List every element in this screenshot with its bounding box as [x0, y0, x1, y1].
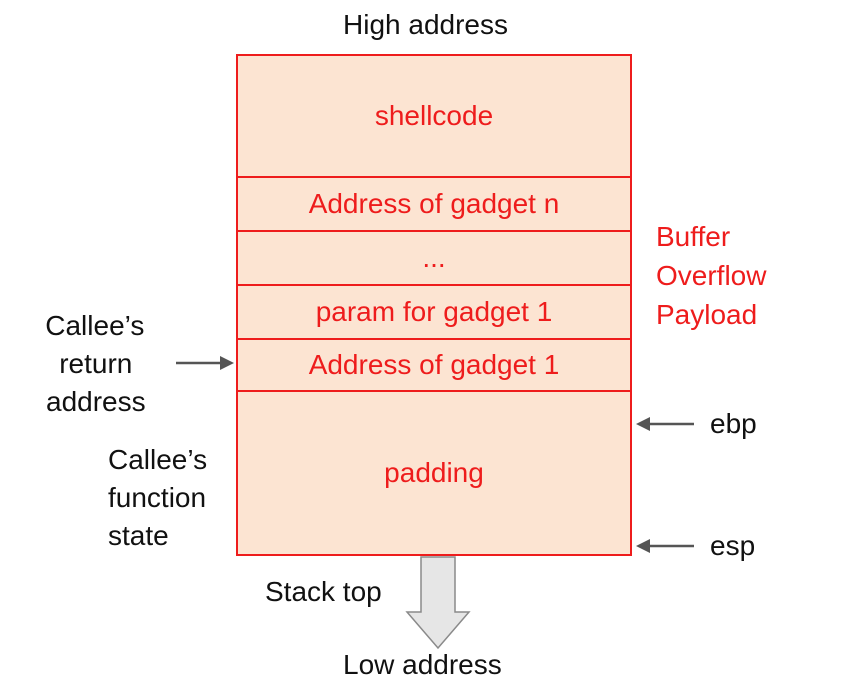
esp-arrow: [636, 539, 694, 553]
esp-label: esp: [710, 530, 756, 561]
stack-cell-padding: padding: [238, 392, 630, 554]
return-label-line: Callee’s: [45, 310, 145, 341]
callee-return-address-label: Callee’s return address: [45, 307, 146, 421]
return-label-line: return: [59, 348, 133, 379]
stack-cell-param-gadget-1: param for gadget 1: [238, 286, 630, 340]
low-address-label: Low address: [343, 649, 502, 680]
stack-cell-label: param for gadget 1: [315, 296, 553, 327]
stack-top-label: Stack top: [265, 576, 382, 607]
stack-cell-gadget-n: Address of gadget n: [238, 178, 630, 232]
state-label-line: function: [108, 482, 207, 513]
payload-label-line: Payload: [656, 299, 758, 330]
ebp-arrow: [636, 417, 694, 431]
stack-cell-label: Address of gadget 1: [308, 349, 560, 380]
stack-cell-label: Address of gadget n: [308, 188, 560, 219]
stack-cell-gadget-1: Address of gadget 1: [238, 340, 630, 392]
stack-cell-label: ...: [422, 242, 446, 273]
state-label-line: Callee’s: [108, 444, 208, 475]
stack-growth-arrow: [405, 556, 471, 650]
high-address-label: High address: [343, 9, 508, 40]
ebp-label: ebp: [710, 408, 757, 439]
payload-label: Buffer Overflow Payload: [656, 217, 766, 334]
stack-cell-shellcode: shellcode: [238, 56, 630, 178]
return-label-line: address: [46, 386, 146, 417]
stack-cell-label: padding: [384, 457, 484, 488]
payload-label-line: Buffer: [656, 221, 731, 252]
return-address-arrow: [176, 356, 234, 370]
state-label-line: state: [108, 520, 169, 551]
stack-cell-label: shellcode: [374, 100, 494, 131]
callee-function-state-label: Callee’s function state: [108, 441, 207, 555]
payload-label-line: Overflow: [656, 260, 767, 291]
stack-frame: shellcode Address of gadget n ... param …: [236, 54, 632, 556]
stack-cell-ellipsis: ...: [238, 232, 630, 286]
